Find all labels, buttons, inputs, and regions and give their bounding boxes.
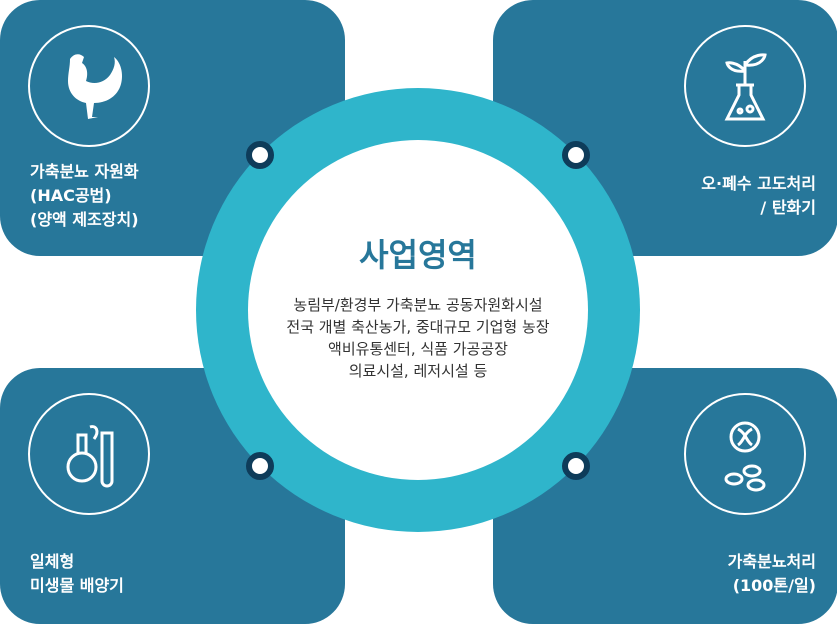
center-title: 사업영역: [359, 236, 477, 274]
center-description: 농림부/환경부 가축분뇨 공동자원화시설 전국 개별 축산농가, 중대규모 기업…: [286, 296, 550, 380]
plant-flask-icon: [684, 25, 806, 147]
card-label: 일체형 미생물 배양기: [30, 552, 124, 595]
card-label: 오·폐수 고도처리 / 탄화기: [701, 174, 816, 217]
card-label: 가축분뇨처리 (100톤/일): [727, 552, 816, 595]
center-circle: 사업영역 농림부/환경부 가축분뇨 공동자원화시설 전국 개별 축산농가, 중대…: [248, 140, 588, 480]
dna-pills-icon: [684, 393, 806, 515]
rooster-icon: [28, 25, 150, 147]
connector-dot: [246, 141, 274, 169]
connector-dot: [562, 141, 590, 169]
card-label: 가축분뇨 자원화 (HAC공법) (양액 제조장치): [30, 162, 139, 229]
connector-dot: [246, 452, 274, 480]
connector-dot: [562, 452, 590, 480]
lab-flask-icon: [28, 393, 150, 515]
card-manure-recycling: 가축분뇨 자원화 (HAC공법) (양액 제조장치): [0, 0, 345, 256]
